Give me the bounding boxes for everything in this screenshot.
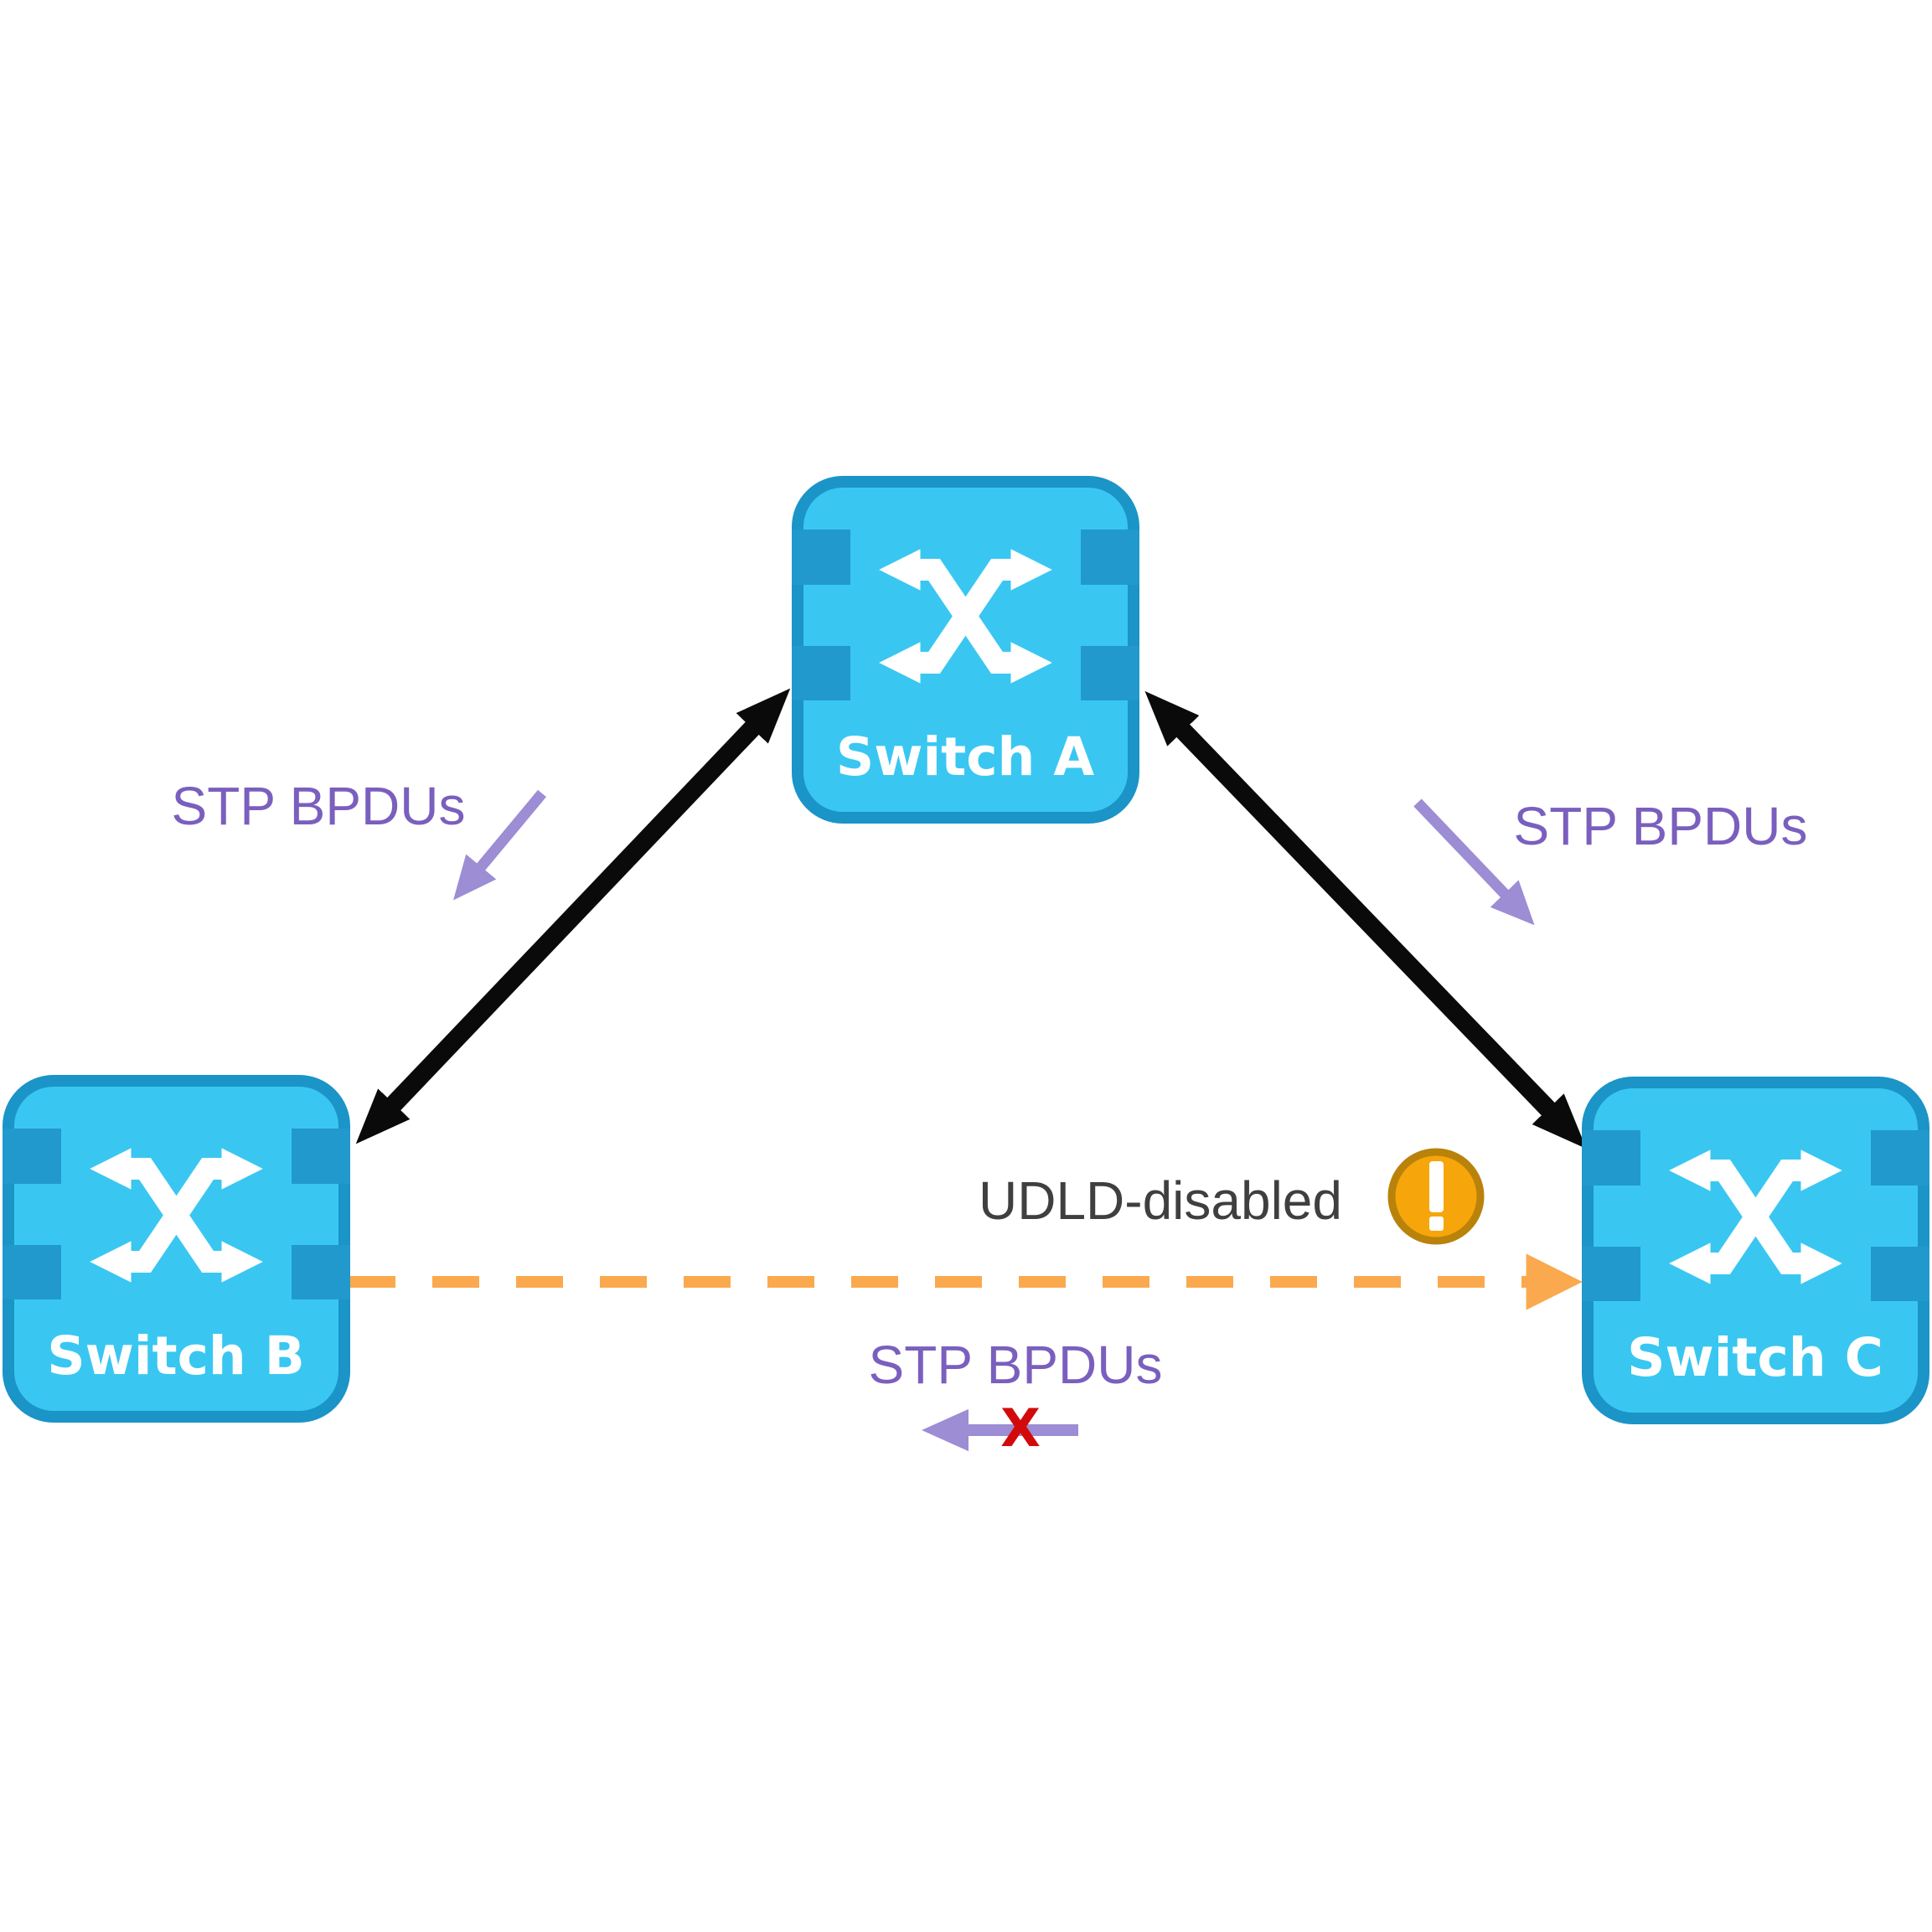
switch-ports	[792, 529, 1139, 700]
stp-bpdus-label-bottom: STP BPDUs	[868, 1335, 1163, 1395]
stp-bpdus-label-left: STP BPDUs	[171, 776, 466, 836]
switch-label: Switch B	[47, 1325, 304, 1387]
warning-icon	[1387, 1148, 1485, 1245]
switch-ports	[1582, 1130, 1929, 1301]
switch-label: Switch C	[1627, 1327, 1883, 1388]
udld-disabled-label: UDLD-disabled	[979, 1170, 1342, 1231]
link-switchA-switchC	[1144, 690, 1587, 1149]
switch-label: Switch A	[836, 726, 1094, 788]
switch-c-node: Switch C	[1582, 1077, 1929, 1424]
stp-arrow-left	[453, 789, 546, 901]
red-x-icon: X	[1000, 1397, 1041, 1459]
crossed-arrows-icon	[879, 549, 1052, 684]
link-switchB-switchA	[355, 688, 791, 1144]
crossed-arrows-icon	[1669, 1149, 1842, 1284]
stp-arrow-right	[1413, 798, 1535, 926]
switch-b-node: Switch B	[3, 1075, 350, 1423]
crossed-arrows-icon	[90, 1148, 263, 1283]
switch-ports	[3, 1129, 350, 1299]
switch-icon: Switch B	[3, 1075, 350, 1423]
switch-icon: Switch A	[792, 476, 1139, 824]
switch-icon: Switch C	[1582, 1077, 1929, 1424]
switch-a-node: Switch A	[792, 476, 1139, 824]
stp-bpdus-label-right: STP BPDUs	[1513, 796, 1808, 856]
